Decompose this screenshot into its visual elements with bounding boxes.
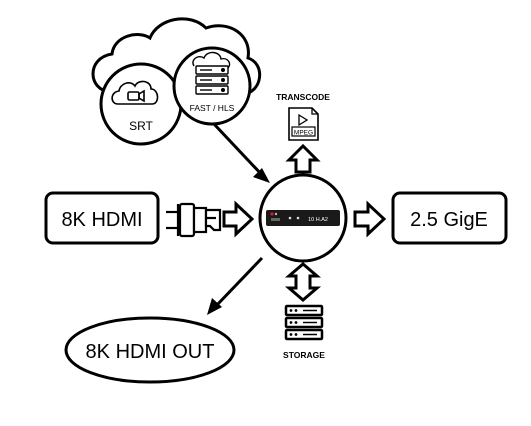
device-front-text: 10 H.A2	[308, 217, 328, 223]
transcode-up-arrow	[285, 143, 321, 174]
storage-label: STORAGE	[283, 350, 325, 360]
hdmi-out-arrow-head	[207, 298, 222, 315]
hdmi-out-group: 8K HDMI OUT	[64, 256, 264, 384]
storage-group: STORAGE	[283, 262, 325, 360]
gige-arrow	[353, 200, 387, 238]
hdmi-in-group: 8K HDMI	[44, 191, 255, 245]
cloud-group: SRT FAST / HLS	[91, 17, 262, 146]
status-led	[270, 212, 274, 216]
transcode-group: TRANSCODE MPEG	[276, 92, 330, 174]
srt-label: SRT	[129, 119, 153, 133]
gige-box	[391, 191, 508, 245]
mpeg-icon-text: MPEG	[294, 130, 313, 137]
encoder-device-icon: 10 H.A2	[266, 210, 340, 226]
cloud-camera-icon	[111, 80, 159, 105]
hdmi-out-label: 8K HDMI OUT	[86, 341, 215, 363]
fast-hls-node: FAST / HLS	[172, 46, 252, 126]
gige-label: 2.5 GigE	[410, 209, 488, 231]
hdmi-out-ellipse	[64, 316, 236, 384]
hdmi-plug-icon	[166, 202, 222, 238]
fast-hls-label: FAST / HLS	[190, 103, 235, 113]
storage-server-icon	[284, 304, 324, 341]
device-node: 10 H.A2	[258, 173, 348, 263]
srt-node: SRT	[99, 62, 183, 146]
gige-group: 2.5 GigE	[353, 191, 508, 245]
server-cloud-icon	[192, 51, 231, 95]
hdmi-out-arrow-line	[214, 256, 264, 308]
cloud-to-device-arrow	[212, 122, 270, 183]
hdmi-in-arrow	[222, 200, 255, 238]
hdmi-in-label: 8K HDMI	[61, 209, 142, 231]
play-icon	[298, 113, 309, 127]
transcode-label: TRANSCODE	[276, 92, 330, 102]
mpeg-file-icon: MPEG	[288, 107, 319, 141]
storage-double-arrow	[284, 262, 322, 302]
hdmi-in-box	[44, 191, 160, 245]
